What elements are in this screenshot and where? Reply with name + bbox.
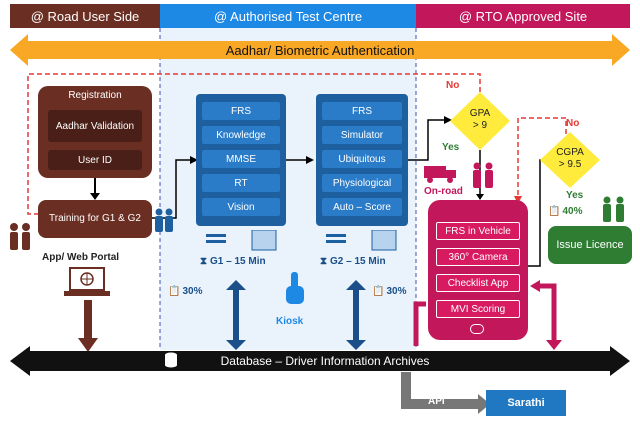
phone-item-checklist-app: Checklist App	[436, 274, 520, 292]
touch-hand-icon	[286, 272, 304, 304]
aadhar-band-label: Aadhar/ Biometric Authentication	[225, 42, 415, 58]
portal-db-arrow	[78, 300, 98, 352]
database-arrow	[10, 346, 630, 376]
kiosk-label: Kiosk	[276, 316, 304, 327]
g1-pct-label: 30%	[182, 286, 203, 297]
header-rto-approved-site: @ RTO Approved Site	[416, 4, 630, 28]
phone-home-button	[470, 324, 484, 334]
onroad-label: On-road	[424, 186, 463, 197]
g2-time-label: G2 – 15 Min	[330, 256, 386, 267]
g2-time: ⧗G2 – 15 Min	[320, 256, 386, 267]
header-authorised-test-centre: @ Authorised Test Centre	[160, 4, 416, 28]
gpa-diamond	[450, 92, 510, 150]
phone-left-arrow	[413, 301, 426, 346]
database-label: Database – Driver Information Archives	[220, 354, 430, 368]
cgpa-pct-label: 40%	[562, 206, 583, 217]
g1-db-arrow	[226, 280, 246, 350]
phone-item-frs-vehicle: FRS in Vehicle	[436, 222, 520, 240]
aadhar-band-arrow	[10, 34, 630, 66]
user-id-box: User ID	[48, 150, 142, 170]
g2-percent: 📋30%	[372, 286, 406, 297]
header-road-user-side: @ Road User Side	[10, 4, 160, 28]
phone-db-arrow	[530, 280, 562, 350]
g2-item-physiological: Physiological	[322, 174, 402, 192]
g1-terminal-icon	[206, 230, 277, 251]
clipboard-icon: 📋	[168, 286, 181, 297]
licence-people-icon	[603, 196, 624, 222]
gpa-line1: GPA	[469, 108, 491, 119]
portal-label: App/ Web Portal	[42, 252, 120, 263]
clipboard-icon: 📋	[372, 286, 385, 297]
cgpa-line2: > 9.5	[558, 159, 582, 170]
g2-item-frs: FRS	[322, 102, 402, 120]
hourglass-icon: ⧗	[320, 256, 328, 267]
g2-item-auto-score: Auto – Score	[322, 198, 402, 216]
g1-time: ⧗G1 – 15 Min	[200, 256, 266, 267]
gpa-no-label: No	[446, 80, 460, 91]
gpa-label: GPA> 9	[450, 108, 510, 132]
hourglass-icon: ⧗	[200, 256, 208, 267]
g2-terminal-icon	[326, 230, 397, 251]
cgpa-diamond	[540, 132, 600, 188]
g1-item-vision: Vision	[202, 198, 280, 216]
g1-time-label: G1 – 15 Min	[210, 256, 266, 267]
cgpa-label: CGPA> 9.5	[540, 147, 600, 171]
cgpa-line1: CGPA	[556, 147, 584, 158]
cgpa-percent: 📋40%	[548, 206, 582, 217]
phone-item-360-camera: 360° Camera	[436, 248, 520, 266]
people-icon	[10, 223, 30, 250]
g2-db-arrow	[346, 280, 366, 350]
cgpa-no-label: No	[566, 118, 580, 129]
truck-icon	[424, 166, 456, 183]
training-box: Training for G1 & G2	[38, 200, 152, 238]
cgpa-yes-label: Yes	[566, 190, 584, 201]
g2-item-simulator: Simulator	[322, 126, 402, 144]
g2-pct-label: 30%	[386, 286, 407, 297]
g1-item-knowledge: Knowledge	[202, 126, 280, 144]
onroad-people-icon	[473, 162, 493, 188]
gpa-line2: > 9	[472, 120, 488, 131]
gpa-yes-label: Yes	[442, 142, 460, 153]
api-label: API	[428, 396, 445, 407]
g2-item-ubiquitous: Ubiquitous	[322, 150, 402, 168]
g1-percent: 📋30%	[168, 286, 202, 297]
issue-licence-box: Issue Licence	[548, 226, 632, 264]
sarathi-box: Sarathi	[486, 390, 566, 416]
laptop-web-icon	[64, 267, 110, 296]
mobile-device	[428, 200, 528, 340]
g1-item-frs: FRS	[202, 102, 280, 120]
clipboard-icon: 📋	[548, 206, 561, 217]
g1-item-mmse: MMSE	[202, 150, 280, 168]
aadhar-validation-box: Aadhar Validation	[48, 110, 142, 142]
api-connector	[401, 372, 490, 414]
candidate-icon	[155, 208, 173, 232]
phone-item-mvi-scoring: MVI Scoring	[436, 300, 520, 318]
registration-title: Registration	[68, 90, 122, 101]
g1-item-rt: RT	[202, 174, 280, 192]
database-icon	[165, 352, 177, 368]
